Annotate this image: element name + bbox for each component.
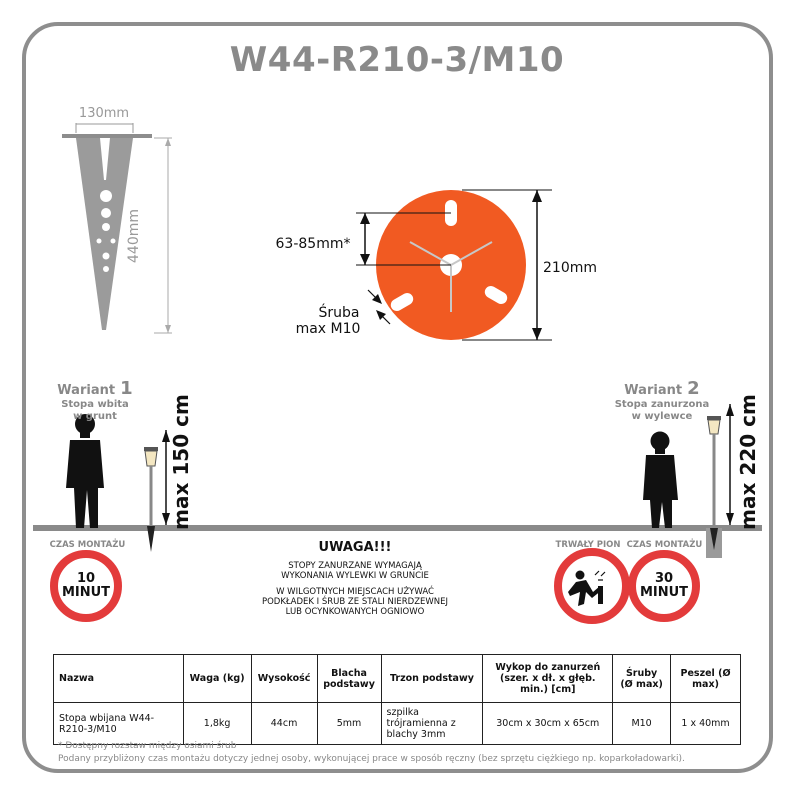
variant1-sub1: Stopa wbita (61, 399, 129, 410)
table-header: Wysokość (250, 654, 318, 703)
base-plate-drawing (356, 189, 552, 341)
variant2-heading: Wariant 2 Stopa zanurzona w wylewce (602, 378, 722, 423)
table-header-row: Nazwa Waga (kg) Wysokość Blacha podstawy… (53, 654, 741, 703)
spec-table: Nazwa Waga (kg) Wysokość Blacha podstawy… (53, 654, 741, 745)
warning-line-3: W WILGOTNYCH MIEJSCACH UŻYWAĆ (276, 587, 434, 597)
table-header: Blacha podstawy (316, 654, 382, 703)
variant2-sub2: w wylewce (631, 411, 693, 422)
table-header: Trzon podstawy (380, 654, 484, 703)
table-cell: 1 x 40mm (670, 702, 741, 745)
table-cell: Stopa wbijana W44-R210-3/M10 (53, 702, 184, 745)
variant1-number: 1 (120, 378, 133, 399)
slot-right (484, 286, 508, 304)
variant2-name: Wariant (624, 383, 683, 398)
table-header: Nazwa (53, 654, 184, 703)
stake-blade (76, 138, 133, 330)
sign-right-number: 30 (654, 571, 674, 586)
install-time-label-right: CZAS MONTAŻU (626, 540, 703, 550)
plumb-kick-icon (554, 548, 630, 624)
warning-line-5: LUB OCYNKOWANYCH OGNIOWO (285, 607, 425, 617)
warning-line-4: PODKŁADEK I ŚRUB ZE STALI NIERDZEWNEJ (261, 597, 449, 607)
table-header: Śruby (Ø max) (612, 654, 672, 703)
footnote-spacing: * Dostępny rozstaw między osiami śrub (58, 741, 237, 751)
table-header: Peszel (Ø max) (670, 654, 741, 703)
variant2-sub1: Stopa zanurzona (614, 399, 710, 410)
person-silhouette-left (66, 414, 104, 528)
table-cell: 1,8kg (182, 702, 252, 745)
screw-size-label: max M10 (296, 321, 361, 337)
table-cell: 5mm (316, 702, 382, 745)
warning-line-1: STOPY ZANURZANE WYMAGAJĄ (288, 561, 422, 571)
table-row: Stopa wbijana W44-R210-3/M10 1,8kg 44cm … (53, 702, 741, 745)
height-dimension-right (726, 404, 734, 525)
stake-height-label: 440mm (126, 209, 142, 263)
table-cell: 44cm (250, 702, 318, 745)
warning-title: UWAGA!!! (318, 540, 392, 555)
sign-left-unit: MINUT (61, 585, 111, 600)
variant1-height-label: max 150 cm (169, 394, 193, 530)
table-cell: M10 (612, 702, 672, 745)
install-time-sign-right: 30 MINUT (628, 550, 700, 622)
height-dimension-left (162, 430, 170, 525)
table-cell: 30cm x 30cm x 65cm (482, 702, 614, 745)
install-time-label-left: CZAS MONTAŻU (49, 540, 126, 550)
variant2-number: 2 (687, 378, 700, 399)
page-title: W44-R210-3/M10 (229, 40, 565, 80)
plate-range-label: 63-85mm* (276, 236, 351, 252)
install-time-sign-left: 10 MINUT (50, 550, 122, 622)
person-silhouette-right (643, 431, 678, 528)
table-header: Wykop do zanurzeń (szer. x dł. x głęb. m… (482, 654, 614, 703)
plumb-label: TRWAŁY PION (555, 540, 621, 550)
outer-frame (22, 22, 773, 773)
stake-top-plate (62, 134, 152, 138)
table-header: Waga (kg) (182, 654, 252, 703)
variant1-heading: Wariant 1 Stopa wbita w grunt (40, 378, 150, 423)
table-cell: szpilka trójramienna z blachy 3mm (380, 702, 484, 745)
sign-right-unit: MINUT (639, 585, 689, 600)
variant1-sub2: w grunt (73, 411, 117, 422)
variant2-height-label: max 220 cm (736, 394, 760, 530)
stake-width-label: 130mm (79, 106, 129, 121)
footnote-install-time: Podany przybliżony czas montażu dotyczy … (58, 754, 685, 764)
warning-line-2: WYKONANIA WYLEWKI W GRUNCIE (281, 571, 429, 581)
stake-drawing (62, 123, 172, 334)
ground-line (33, 525, 762, 531)
lamp-post-left (144, 447, 158, 552)
slot-left (390, 293, 414, 311)
variant1-name: Wariant (57, 383, 116, 398)
sign-left-number: 10 (76, 571, 96, 586)
lamp-post-right (706, 416, 722, 558)
screw-label: Śruba (319, 303, 360, 321)
warning-block: UWAGA!!! STOPY ZANURZANE WYMAGAJĄ WYKONA… (240, 540, 470, 617)
plate-diameter-label: 210mm (543, 260, 597, 276)
